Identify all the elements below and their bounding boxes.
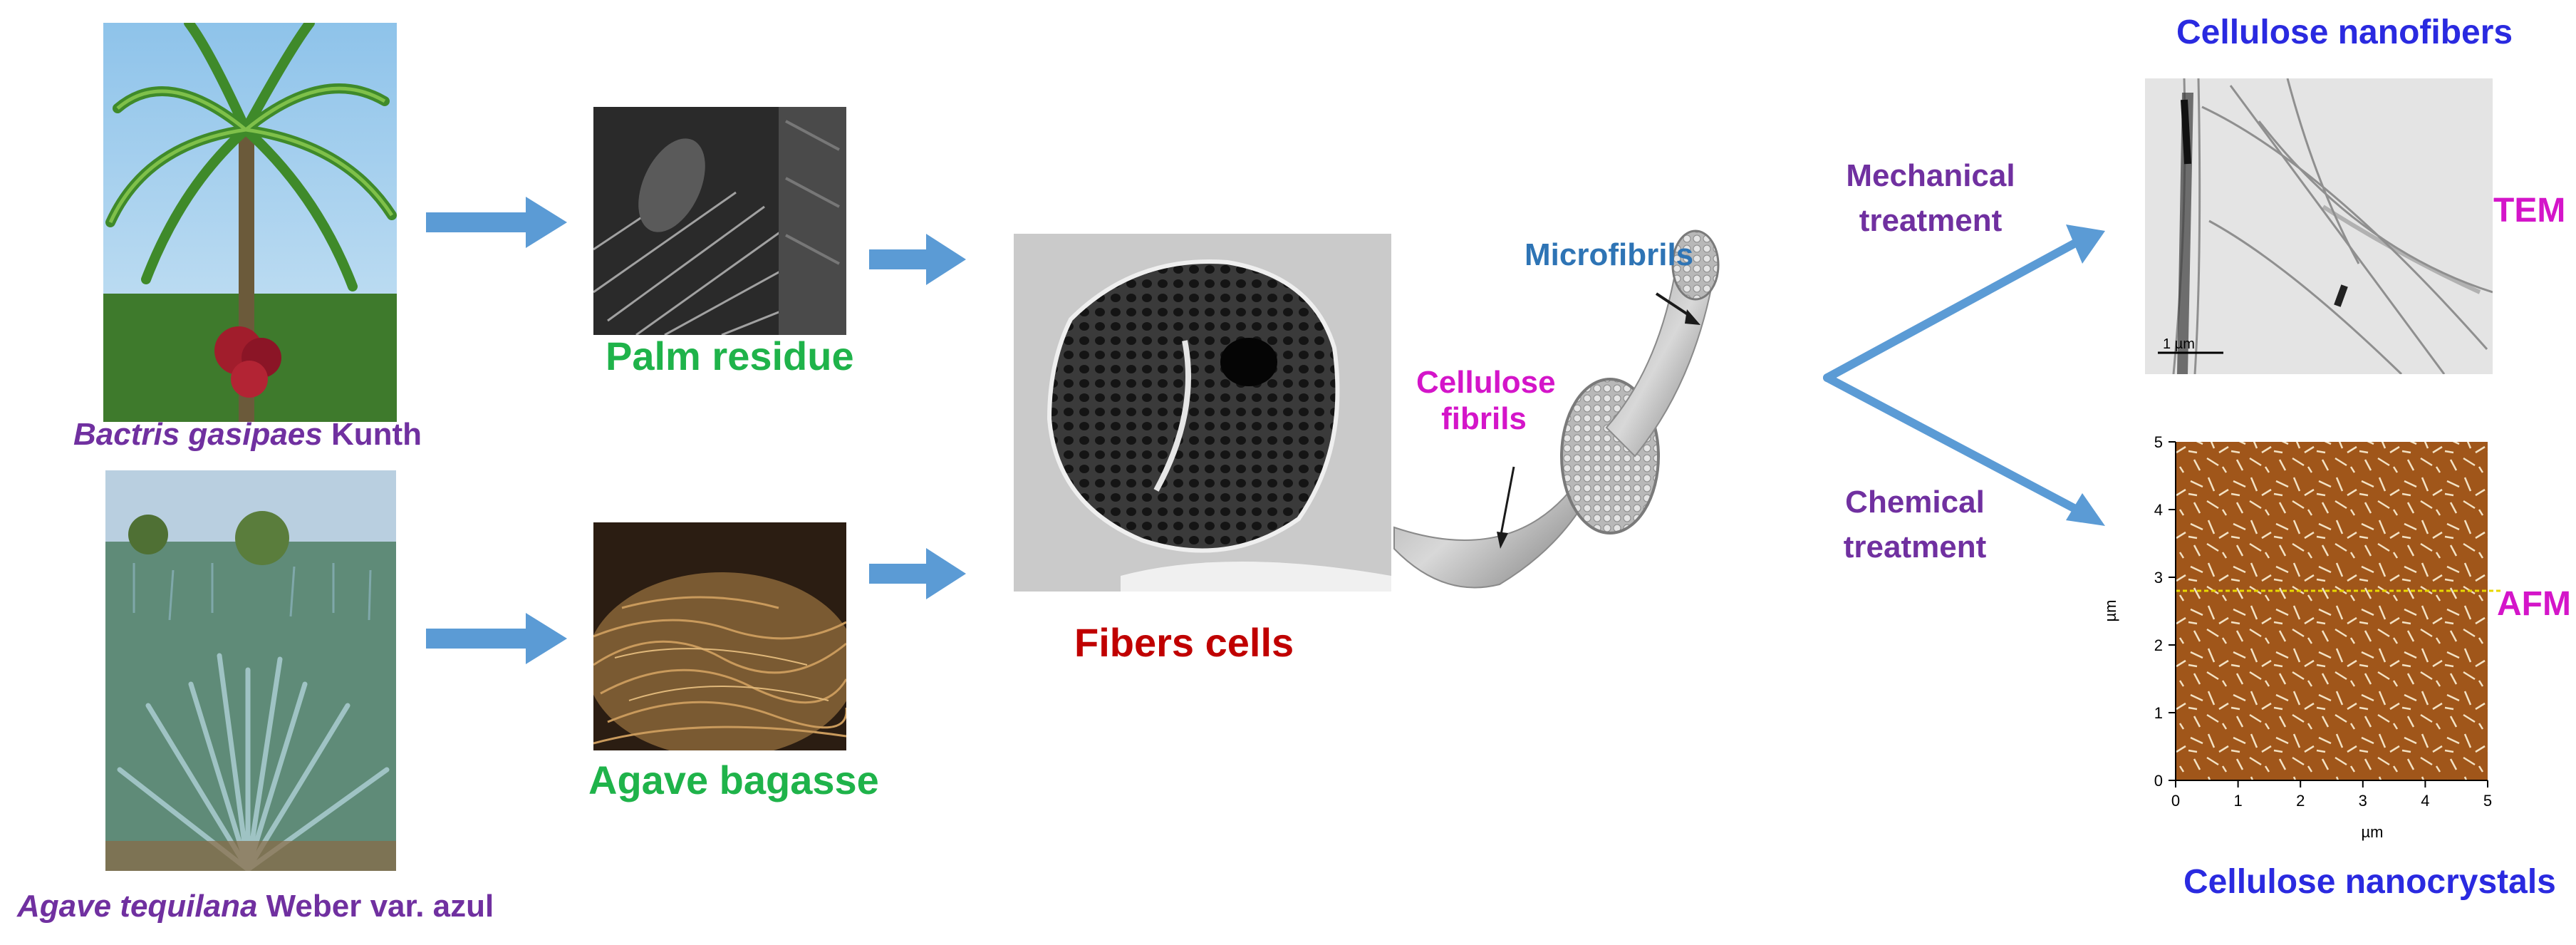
palm-species-label: Bactris gasipaes Kunth <box>73 417 422 452</box>
arrow-residue-to-fibers <box>869 234 966 285</box>
cellulose-nanocrystals-title: Cellulose nanocrystals <box>2183 863 2556 901</box>
afm-label: AFM <box>2497 585 2571 623</box>
afm-x-tick-label: 0 <box>2171 792 2180 810</box>
chemical-line2: treatment <box>1843 529 1987 564</box>
branch-arrows <box>1823 224 2105 526</box>
agave-field-photo <box>105 470 396 871</box>
agave-species-label: Agave tequilana Weber var. azul <box>17 889 494 924</box>
mechanical-line2: treatment <box>1859 202 2003 238</box>
afm-x-tick-label: 4 <box>2421 792 2429 810</box>
afm-ylabel: µm <box>2102 599 2119 621</box>
arrow-to-nanofibers <box>1823 238 2081 382</box>
afm-y-tick-label: 5 <box>2154 433 2163 451</box>
afm-y-tick-label: 1 <box>2154 704 2163 722</box>
afm-xlabel: µm <box>2361 823 2383 841</box>
tem-label: TEM <box>2493 192 2566 229</box>
fibril-illustration <box>1393 229 1720 589</box>
afm-plot: 0 1 2 3 4 5 0 1 2 3 4 5 µm µm <box>2102 433 2500 841</box>
agave-bagasse-label: Agave bagasse <box>588 758 879 802</box>
cellulose-fibrils-label: Cellulose fibrils <box>1416 365 1556 437</box>
mechanical-line1: Mechanical <box>1846 158 2015 193</box>
palm-residue-photo <box>593 107 846 335</box>
palm-tree-photo <box>103 23 397 422</box>
arrow-to-nanocrystals <box>1823 373 2081 514</box>
afm-y-tick-label: 2 <box>2154 636 2163 654</box>
mechanical-treatment-label: Mechanical treatment <box>1824 158 2037 239</box>
afm-image <box>2176 442 2488 780</box>
afm-y-tick-label: 0 <box>2154 772 2163 790</box>
afm-x-tick-label: 2 <box>2296 792 2305 810</box>
agave-bagasse-photo <box>593 522 846 750</box>
cellulose-fibrils-line2: fibrils <box>1441 401 1527 436</box>
tem-image: 1 µm <box>2145 78 2493 374</box>
afm-y-tick-label: 4 <box>2154 501 2163 519</box>
afm-x-tick-label: 3 <box>2359 792 2367 810</box>
tem-scale-label: 1 µm <box>2163 336 2195 352</box>
palm-residue-label: Palm residue <box>606 334 854 378</box>
afm-x-tick-label: 5 <box>2483 792 2492 810</box>
cellulose-nanofibers-title: Cellulose nanofibers <box>2176 14 2513 51</box>
afm-y-tick-label: 3 <box>2154 569 2163 587</box>
chemical-line1: Chemical <box>1845 485 1985 520</box>
microfibrils-label: Microfibrils <box>1525 237 1694 272</box>
arrow-bagasse-to-fibers <box>869 548 966 599</box>
arrow-agave-to-bagasse <box>426 613 567 664</box>
chemical-treatment-label: Chemical treatment <box>1808 485 2022 565</box>
fibers-cells-label: Fibers cells <box>1074 620 1294 665</box>
arrow-palm-to-residue <box>426 197 567 248</box>
fibers-cells-sem-image <box>1014 234 1391 592</box>
cellulose-fibrils-line1: Cellulose <box>1416 365 1556 400</box>
afm-x-tick-label: 1 <box>2233 792 2242 810</box>
